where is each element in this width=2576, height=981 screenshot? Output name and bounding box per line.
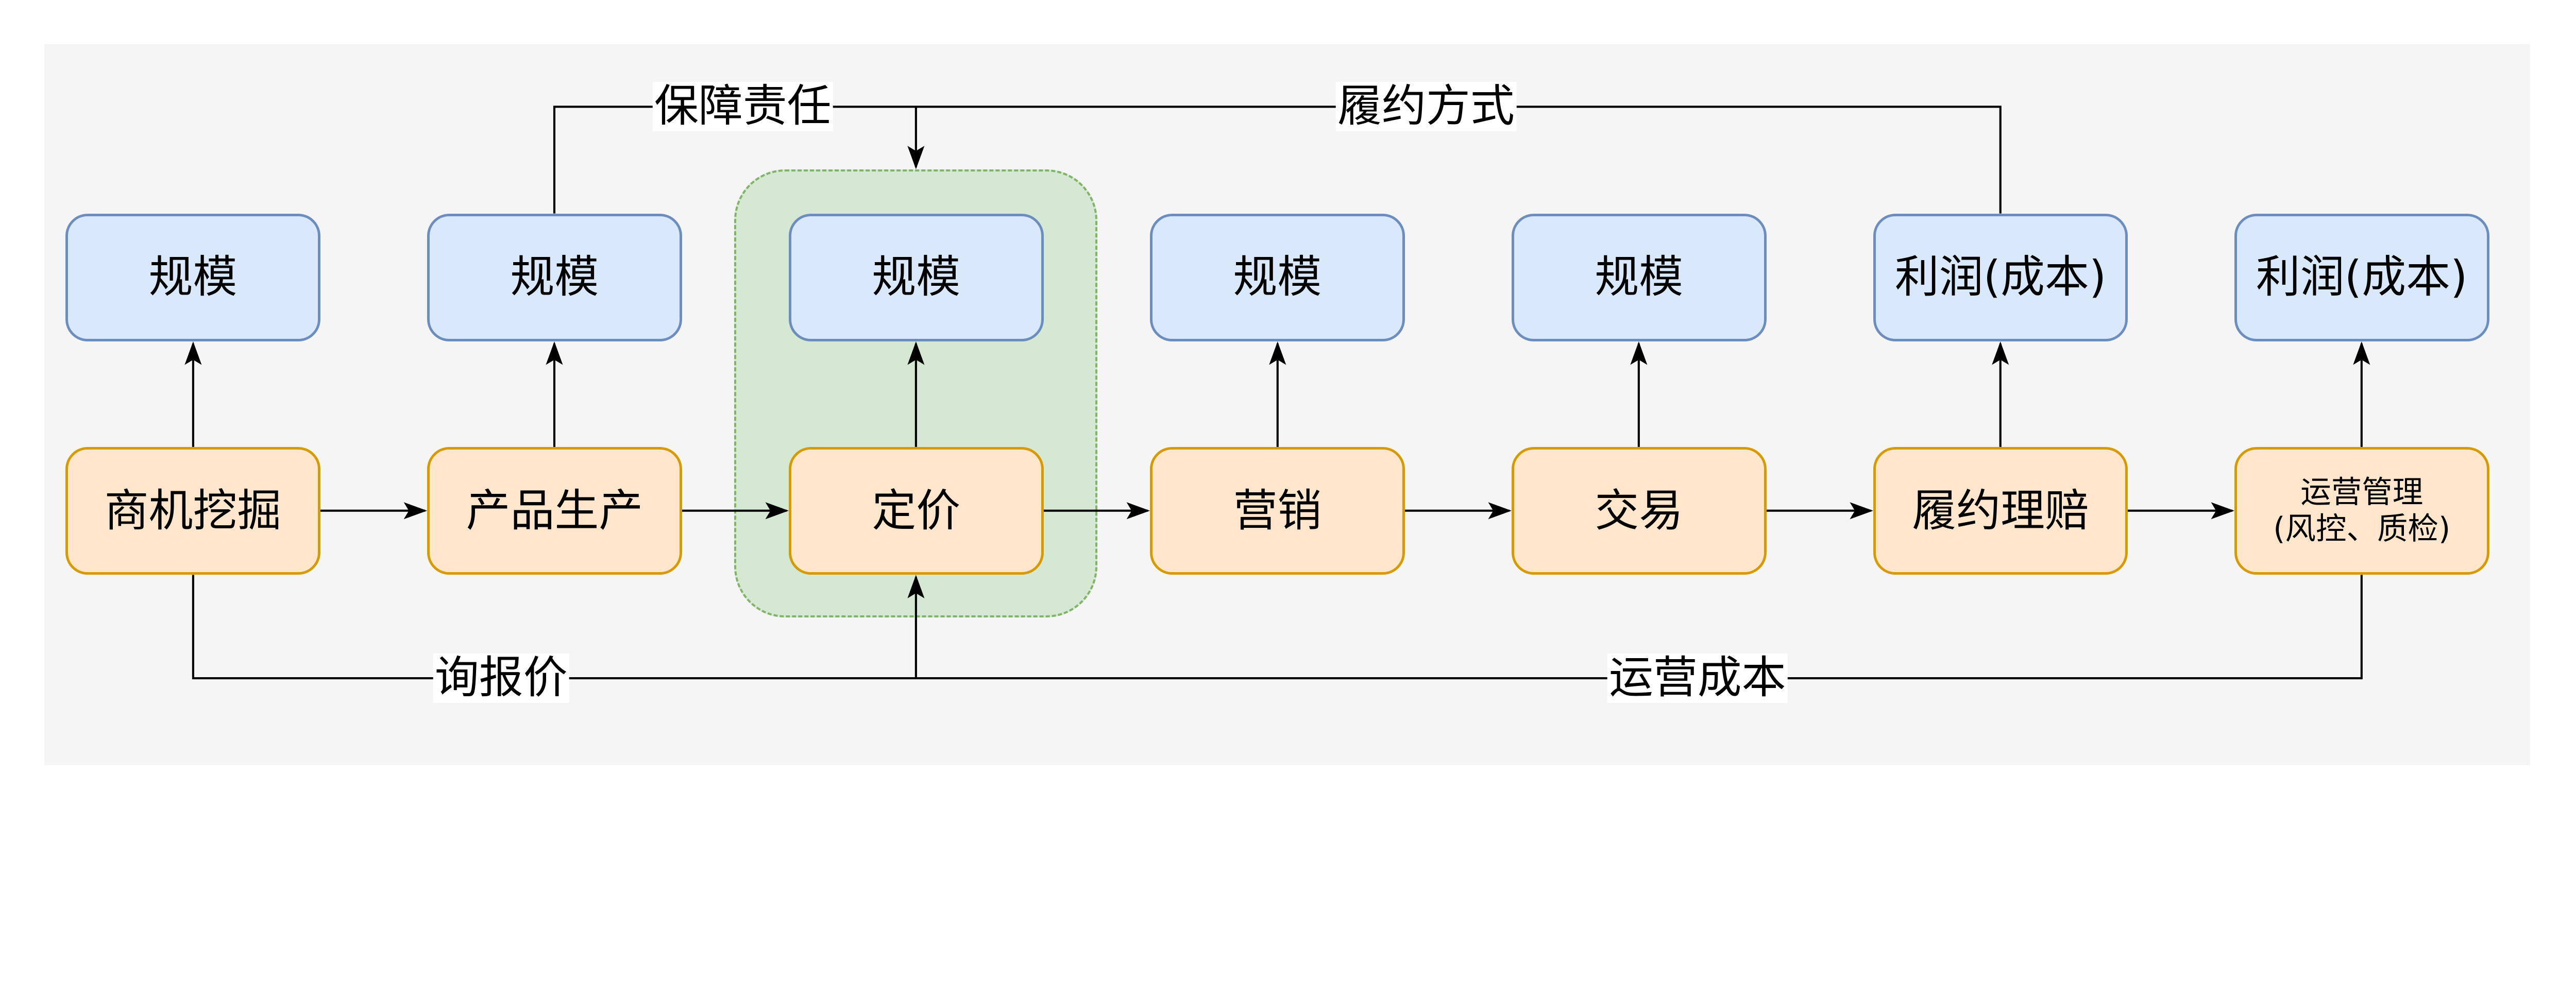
top-feedback-line xyxy=(553,106,2002,214)
arrowhead xyxy=(765,502,789,520)
diagram-canvas: 规模 规模 规模 规模 规模 利润(成本) 利润(成本) 商机挖掘 产品生产 定… xyxy=(44,44,2530,766)
background-panel xyxy=(44,44,2530,766)
arrowhead xyxy=(1850,502,1873,520)
arrowhead xyxy=(907,575,925,598)
arrowhead xyxy=(546,341,563,365)
arrowhead xyxy=(907,341,925,365)
arrowhead xyxy=(1269,341,1286,365)
edge-label-ops-cost: 运营成本 xyxy=(1607,653,1788,703)
arrowheads xyxy=(184,146,2370,598)
connectors xyxy=(184,106,2370,680)
metric-box-3: 规模 xyxy=(788,213,1044,342)
edge-label-guarantee: 保障责任 xyxy=(652,82,834,132)
arrowhead xyxy=(184,341,202,365)
arrowhead xyxy=(1126,502,1150,520)
metric-box-6: 利润(成本) xyxy=(1873,213,2128,342)
metric-box-1: 规模 xyxy=(65,213,320,342)
stage-box-fulfillment: 履约理赔 xyxy=(1873,446,2128,575)
edge-label-inquiry: 询报价 xyxy=(433,653,570,703)
stage-box-opportunity: 商机挖掘 xyxy=(65,446,320,575)
edge-label-fulfillment: 履约方式 xyxy=(1335,82,1517,132)
metric-box-7: 利润(成本) xyxy=(2234,213,2489,342)
arrowhead xyxy=(1992,341,2009,365)
arrowhead xyxy=(907,146,925,169)
stage-box-marketing: 营销 xyxy=(1150,446,1405,575)
metric-box-2: 规模 xyxy=(427,213,682,342)
bottom-feedback-line xyxy=(192,575,2363,680)
arrowhead xyxy=(403,502,428,520)
stage-box-operations: 运营管理 (风控、质检) xyxy=(2234,446,2489,575)
metric-box-4: 规模 xyxy=(1150,213,1405,342)
arrowhead xyxy=(2353,341,2370,365)
metric-box-5: 规模 xyxy=(1511,213,1767,342)
stage-box-transaction: 交易 xyxy=(1511,446,1767,575)
stage-box-pricing: 定价 xyxy=(788,446,1044,575)
stage-box-production: 产品生产 xyxy=(427,446,682,575)
operations-line-2: (风控、质检) xyxy=(2273,511,2451,547)
arrowhead xyxy=(1488,502,1512,520)
arrowhead xyxy=(2211,502,2234,520)
operations-line-1: 运营管理 xyxy=(2300,474,2424,510)
arrowhead xyxy=(1630,341,1648,365)
